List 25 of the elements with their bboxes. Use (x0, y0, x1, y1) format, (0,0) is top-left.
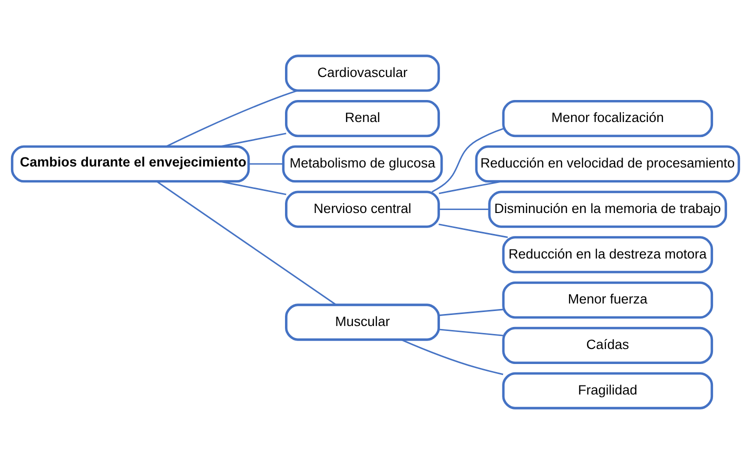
connector (438, 208, 490, 210)
connector (248, 163, 284, 165)
connector (432, 128, 504, 193)
connector (400, 339, 504, 376)
node-box: Cardiovascular (285, 54, 440, 92)
connector (220, 180, 286, 196)
node-box: Renal (285, 100, 440, 138)
connector (156, 180, 337, 306)
node-box: Fragilidad (502, 372, 714, 410)
connector (166, 90, 298, 148)
node-box: Metabolismo de glucosa (282, 145, 443, 183)
node-box: Muscular (285, 304, 440, 341)
node-box: Cambios durante el envejecimiento (10, 145, 250, 183)
node-box: Reducción en velocidad de procesamiento (475, 145, 740, 183)
node-box: Menor fuerza (502, 281, 714, 319)
node-box: Reducción en la destreza motora (502, 236, 714, 274)
connector (220, 132, 286, 148)
node-box: Disminución en la memoria de trabajo (488, 190, 728, 228)
connector (438, 308, 504, 316)
connector (438, 328, 504, 336)
connector (438, 180, 503, 194)
node-box: Caídas (502, 326, 714, 364)
connector (438, 224, 508, 238)
node-box: Menor focalización (502, 100, 714, 138)
node-box: Nervioso central (285, 190, 440, 228)
